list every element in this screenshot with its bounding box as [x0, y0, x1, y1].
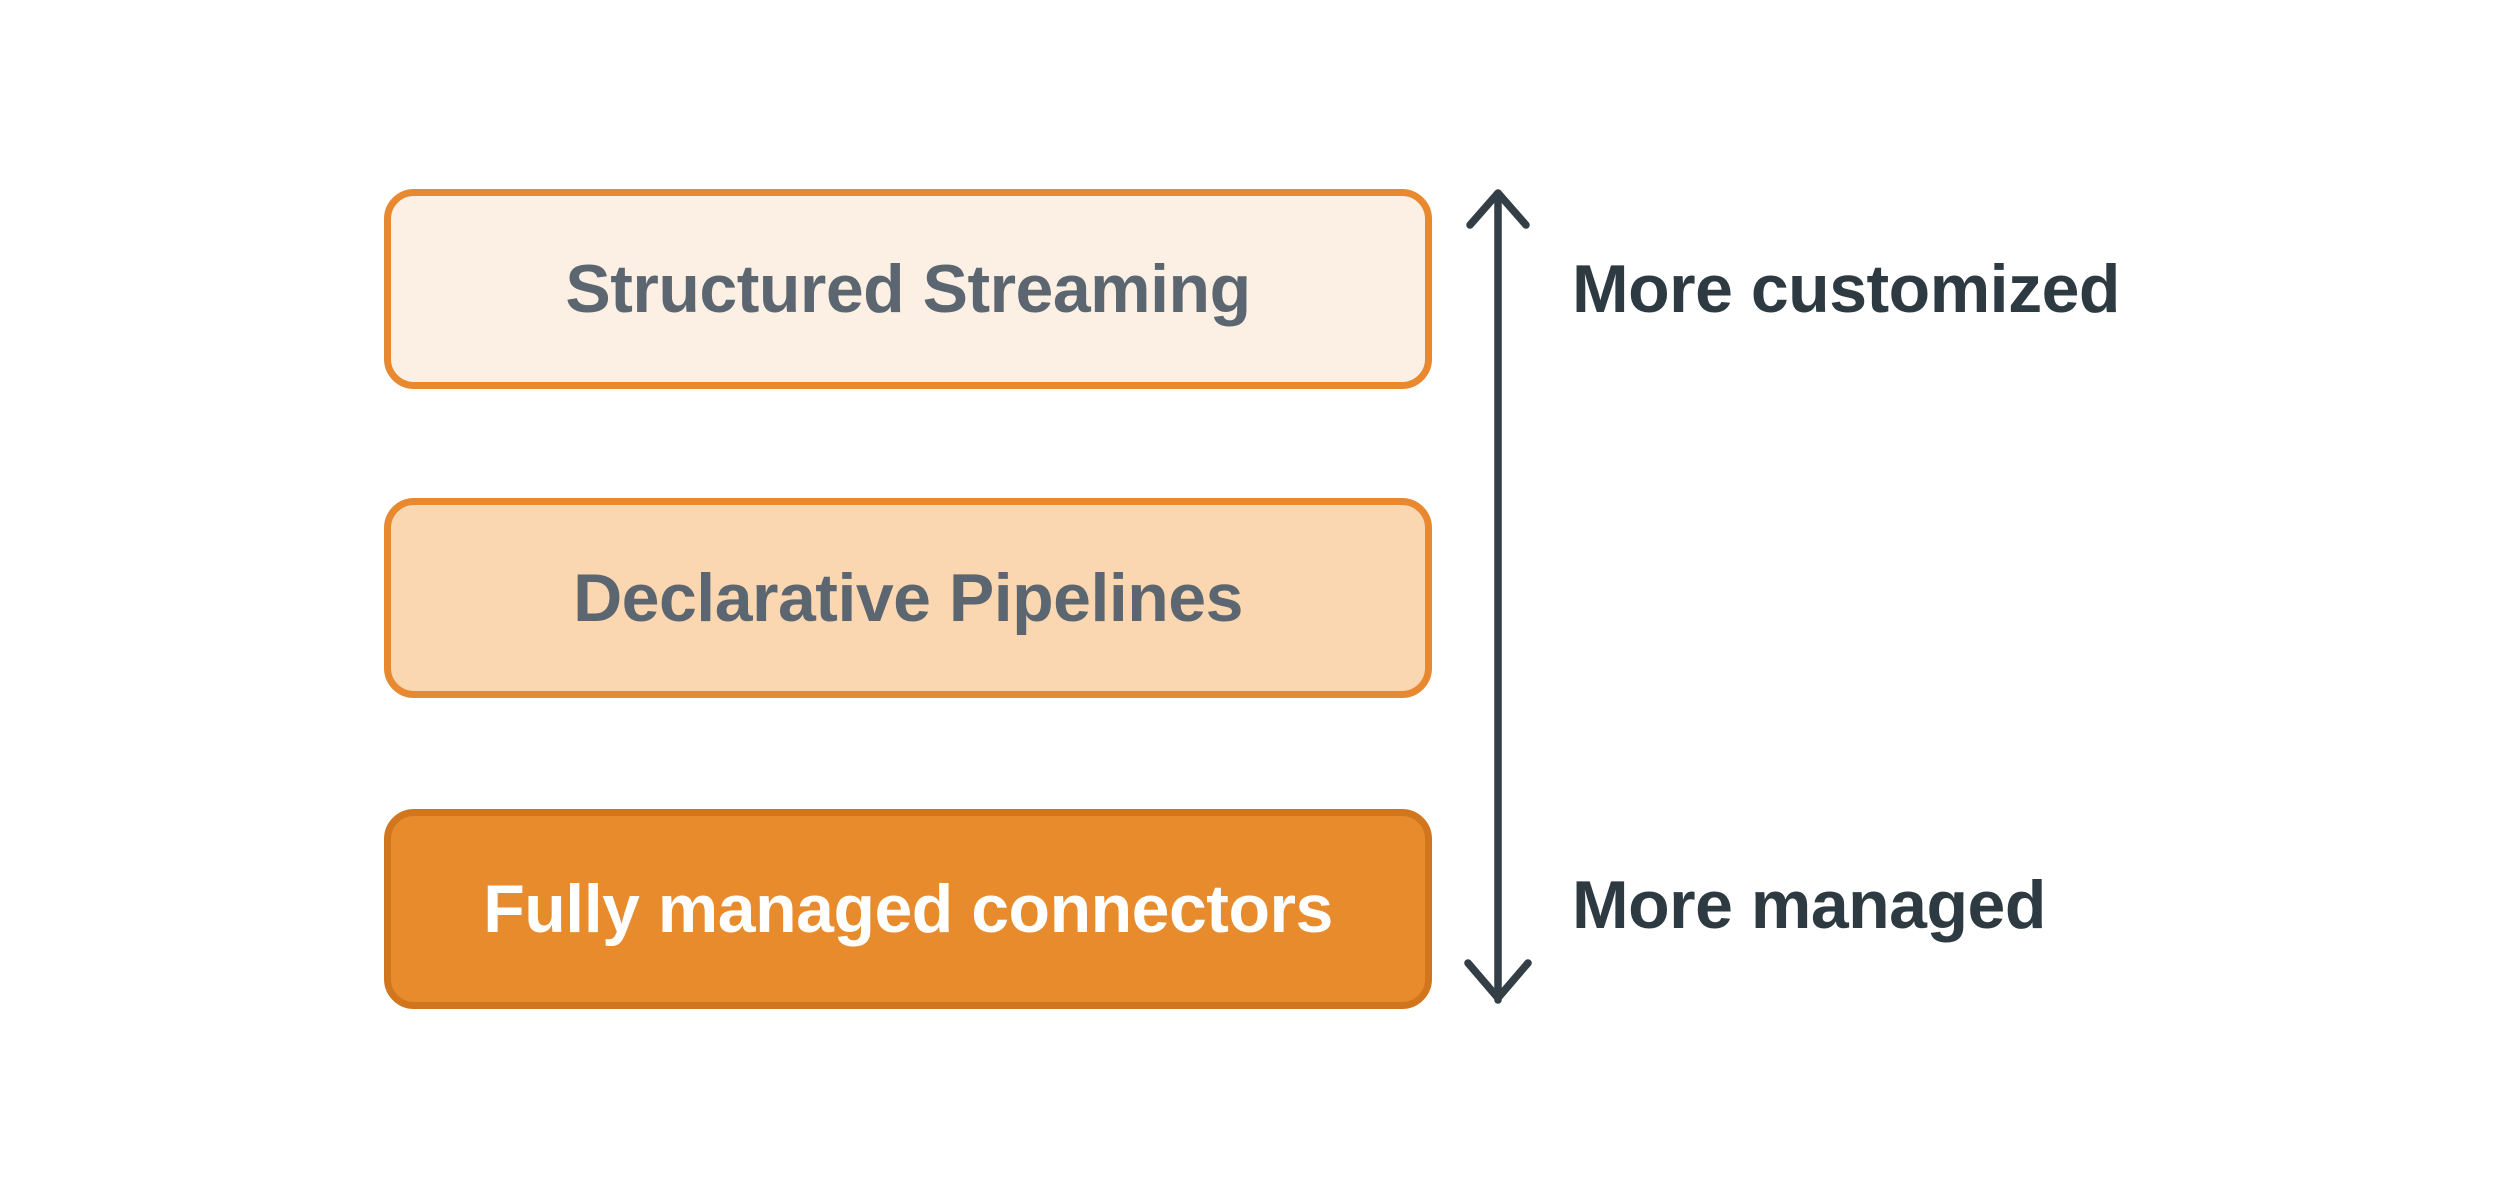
box-declarative-pipelines-label: Declarative Pipelines [573, 560, 1243, 636]
vertical-double-arrow-icon [1464, 189, 1532, 1004]
box-structured-streaming-label: Structured Streaming [565, 251, 1251, 327]
arrow-head-up [1466, 189, 1530, 229]
box-fully-managed-connectors-label: Fully managed connectors [483, 871, 1333, 947]
box-declarative-pipelines: Declarative Pipelines [384, 498, 1432, 698]
box-fully-managed-connectors: Fully managed connectors [384, 809, 1432, 1009]
box-structured-streaming: Structured Streaming [384, 189, 1432, 389]
axis-label-more-managed: More managed [1572, 867, 2046, 943]
arrow-head-down [1464, 959, 1532, 1002]
axis-label-more-customized: More customized [1572, 251, 2120, 327]
